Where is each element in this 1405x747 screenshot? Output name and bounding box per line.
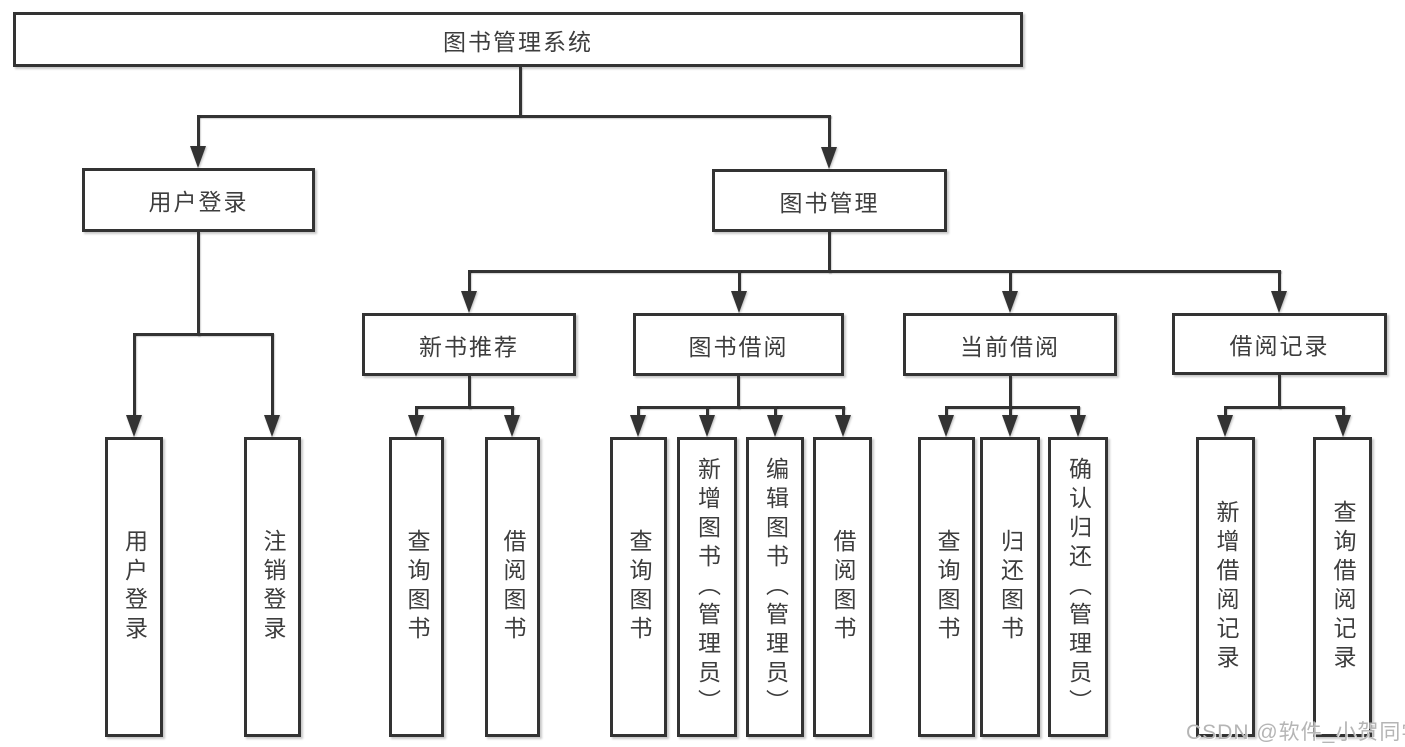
connector-level2-rail bbox=[197, 115, 831, 118]
leaf-edit-book-admin: 编辑图书（管理员） bbox=[746, 437, 804, 737]
leaf-query-borrow-record: 查询借阅记录 bbox=[1313, 437, 1372, 737]
node-new-book-recommend: 新书推荐 bbox=[362, 313, 576, 376]
connector-borrow-records-rail bbox=[1224, 406, 1345, 409]
leaf-query-book-borrow: 查询图书 bbox=[610, 437, 667, 737]
connector-drop-confirm-return bbox=[1077, 406, 1080, 417]
arrowhead-icon bbox=[1070, 415, 1086, 437]
connector-root-stem bbox=[519, 67, 522, 117]
connector-drop-add-book bbox=[706, 406, 709, 417]
arrowhead-icon bbox=[504, 415, 520, 437]
arrowhead-icon bbox=[1335, 415, 1351, 437]
arrowhead-icon bbox=[461, 291, 477, 313]
connector-current-borrowing-stem bbox=[1009, 376, 1012, 409]
arrowhead-icon bbox=[408, 415, 424, 437]
connector-drop-borrow-records bbox=[1278, 270, 1281, 293]
leaf-return-book: 归还图书 bbox=[980, 437, 1040, 737]
leaf-confirm-return-admin: 确认归还（管理员） bbox=[1048, 437, 1108, 737]
connector-drop-add-record bbox=[1224, 406, 1227, 417]
connector-drop-new-book bbox=[468, 270, 471, 293]
connector-book-borrowing-stem bbox=[737, 376, 740, 409]
arrowhead-icon bbox=[1217, 415, 1233, 437]
arrowhead-icon bbox=[731, 291, 747, 313]
leaf-user-login: 用户登录 bbox=[105, 437, 163, 737]
arrowhead-icon bbox=[821, 147, 837, 169]
connector-book-management-stem bbox=[828, 230, 831, 273]
connector-current-borrowing-rail bbox=[945, 406, 1080, 409]
arrowhead-icon bbox=[1271, 291, 1287, 313]
connector-drop-return-book bbox=[1009, 406, 1012, 417]
csdn-watermark: CSDN @软件_小贺同学 bbox=[1186, 721, 1405, 744]
connector-drop-query-recommend bbox=[415, 406, 418, 417]
arrowhead-icon bbox=[938, 415, 954, 437]
arrowhead-icon bbox=[1002, 415, 1018, 437]
leaf-query-book-recommend: 查询图书 bbox=[389, 437, 444, 737]
arrowhead-icon bbox=[767, 415, 783, 437]
connector-drop-borrow-book bbox=[842, 406, 845, 417]
connector-book-borrowing-rail bbox=[637, 406, 845, 409]
leaf-borrow-book-recommend: 借阅图书 bbox=[485, 437, 540, 737]
arrowhead-icon bbox=[835, 415, 851, 437]
connector-drop-query-current bbox=[945, 406, 948, 417]
connector-drop-query-borrow bbox=[637, 406, 640, 417]
node-user-login: 用户登录 bbox=[82, 168, 315, 232]
arrowhead-icon bbox=[190, 146, 206, 168]
arrowhead-icon bbox=[126, 415, 142, 437]
connector-new-book-stem bbox=[468, 376, 471, 409]
node-borrow-records: 借阅记录 bbox=[1172, 313, 1387, 375]
connector-drop-edit-book bbox=[774, 406, 777, 417]
connector-drop-user-login bbox=[197, 115, 200, 149]
leaf-logout: 注销登录 bbox=[244, 437, 301, 737]
node-book-management: 图书管理 bbox=[712, 169, 947, 232]
node-root: 图书管理系统 bbox=[13, 12, 1023, 67]
arrowhead-icon bbox=[264, 415, 280, 437]
node-book-borrowing: 图书借阅 bbox=[633, 313, 844, 376]
connector-level3-rail bbox=[468, 270, 1281, 273]
connector-drop-book-borrowing bbox=[738, 270, 741, 293]
node-current-borrowing: 当前借阅 bbox=[903, 313, 1117, 376]
connector-drop-borrow-recommend bbox=[511, 406, 514, 417]
connector-drop-book-management bbox=[828, 115, 831, 149]
arrowhead-icon bbox=[630, 415, 646, 437]
arrowhead-icon bbox=[699, 415, 715, 437]
connector-drop-leaf-user-login bbox=[133, 333, 136, 417]
connector-new-book-rail bbox=[415, 406, 514, 409]
connector-drop-query-record bbox=[1342, 406, 1345, 417]
connector-drop-current-borrowing bbox=[1009, 270, 1012, 293]
connector-user-login-rail bbox=[133, 333, 273, 336]
leaf-query-book-current: 查询图书 bbox=[918, 437, 975, 737]
connector-drop-leaf-logout bbox=[271, 333, 274, 417]
connector-user-login-stem bbox=[197, 232, 200, 336]
arrowhead-icon bbox=[1002, 291, 1018, 313]
leaf-borrow-book: 借阅图书 bbox=[813, 437, 872, 737]
connector-borrow-records-stem bbox=[1278, 375, 1281, 409]
leaf-add-borrow-record: 新增借阅记录 bbox=[1196, 437, 1255, 737]
leaf-add-book-admin: 新增图书（管理员） bbox=[677, 437, 737, 737]
